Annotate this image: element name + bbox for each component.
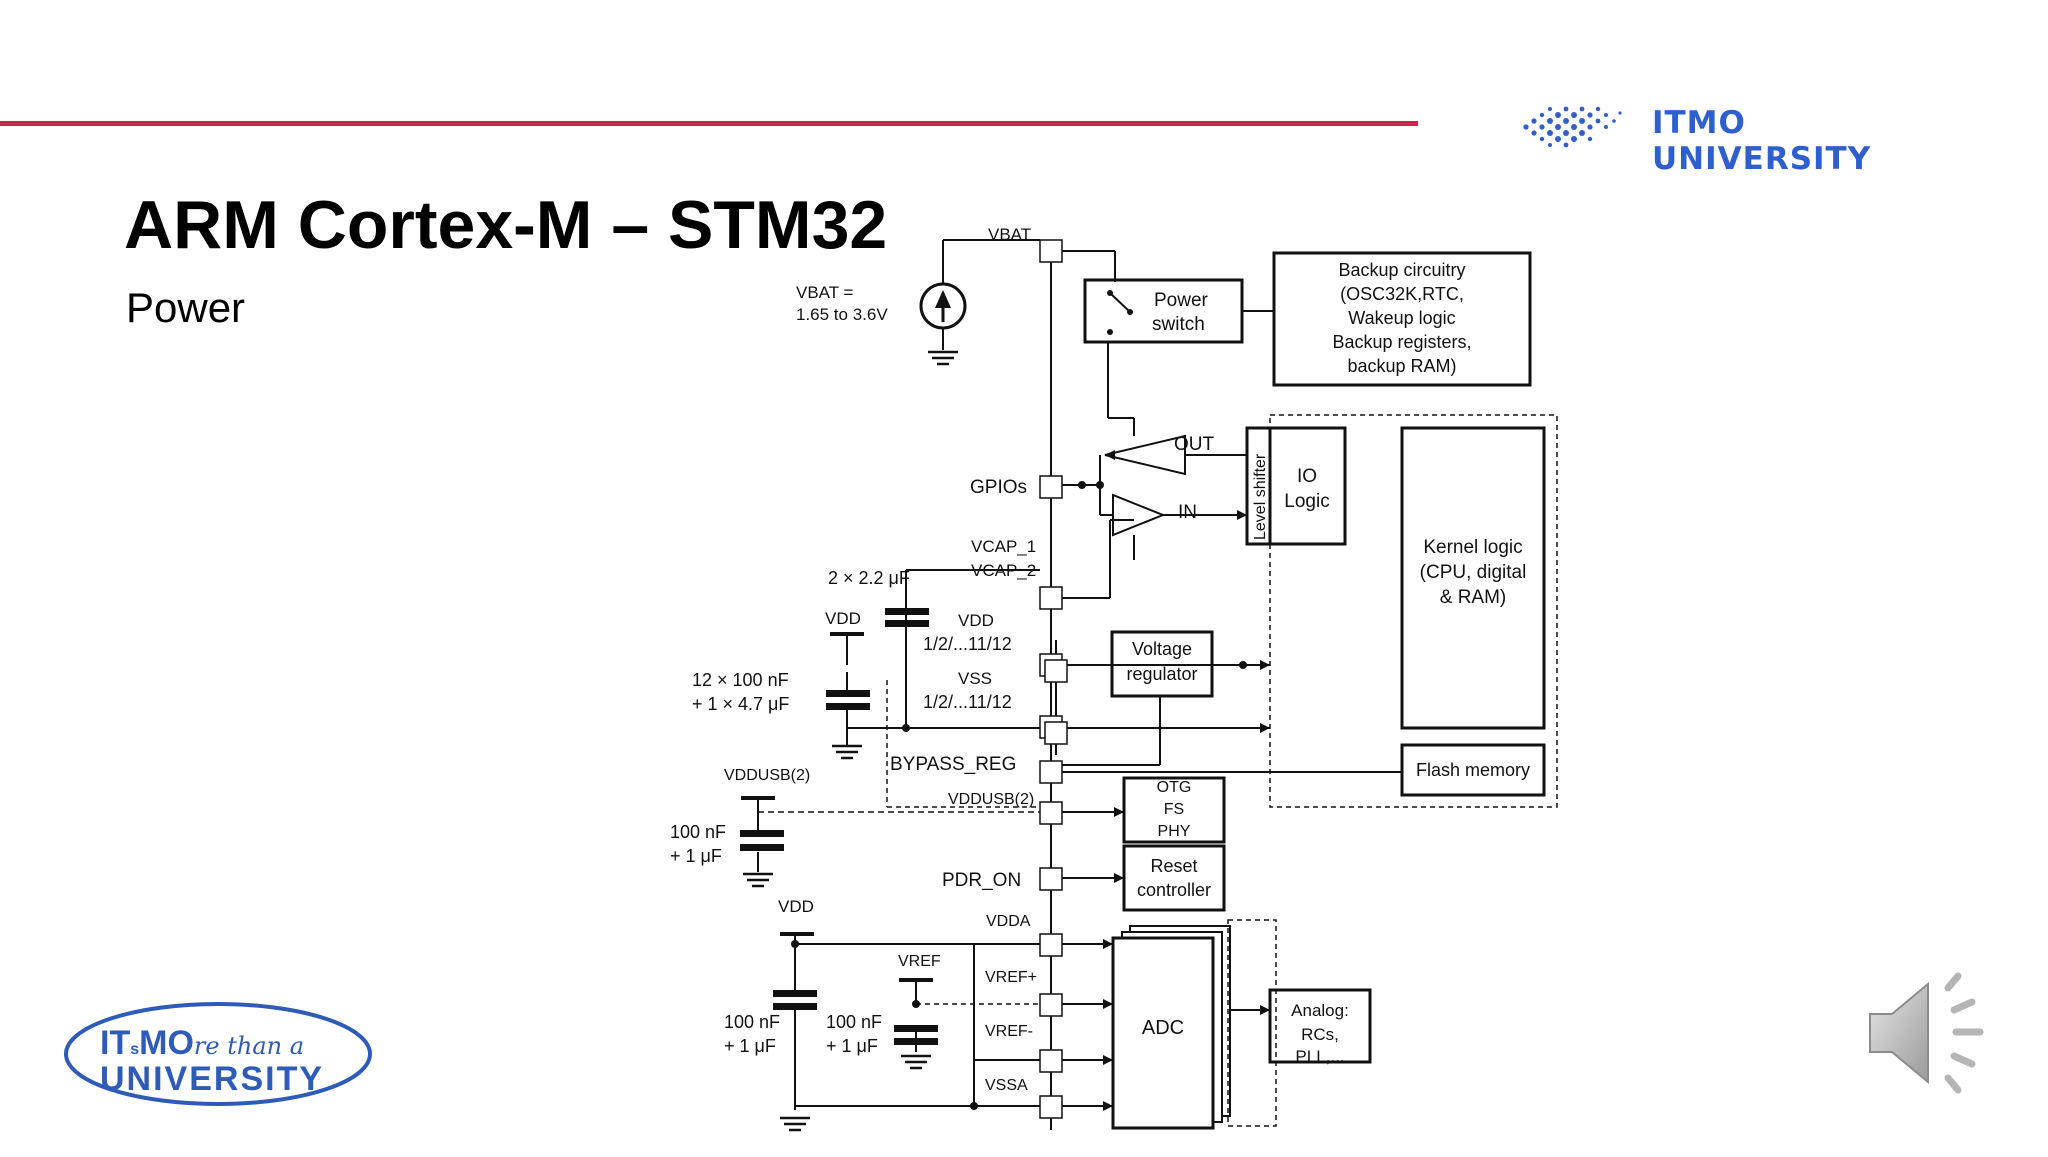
io-logic-line1: IO — [1297, 466, 1317, 487]
vbat-range-line2: 1.65 to 3.6V — [796, 305, 888, 324]
header-accent-line — [0, 121, 1418, 126]
usb-cap-line2: + 1 μF — [670, 846, 722, 866]
vdd-left-label: VDD — [825, 609, 861, 628]
io-logic-line2: Logic — [1284, 491, 1329, 512]
slide-subtitle: Power — [126, 284, 246, 331]
vdd-cap-line2: + 1 × 4.7 μF — [692, 694, 789, 714]
kernel-line2: (CPU, digital — [1420, 562, 1527, 583]
vdd-pin-label: VDD — [958, 611, 994, 630]
reset-line2: controller — [1137, 880, 1211, 900]
gpios-label: GPIOs — [970, 477, 1027, 498]
itmo-brand-text: ITMO UNIVERSITY — [1652, 105, 1872, 177]
power-supply-diagram: VBAT VBAT = 1.65 to 3.6V Power switch Ba… — [640, 210, 1570, 1152]
cap-b-line1: 100 nF — [826, 1012, 882, 1032]
backup-line1: Backup circuitry — [1338, 260, 1465, 280]
badge-mo: MO — [139, 1024, 194, 1062]
itmo-more-than-badge: ITsMOre than a UNIVERSITY — [62, 1000, 374, 1108]
itmo-dots-icon — [1523, 106, 1622, 148]
vdd-bottom-label: VDD — [778, 897, 814, 916]
vss-pin-label: VSS — [958, 669, 992, 688]
speaker-icon[interactable] — [1862, 970, 1996, 1096]
voltage-regulator-line1: Voltage — [1132, 639, 1192, 659]
adc-label: ADC — [1142, 1017, 1184, 1039]
otg-line1: OTG — [1157, 779, 1192, 796]
pdr-on-label: PDR_ON — [942, 870, 1021, 891]
badge-s: s — [130, 1041, 139, 1058]
vref-label: VREF — [898, 953, 941, 970]
vbat-range-line1: VBAT = — [796, 283, 854, 302]
backup-line4: Backup registers, — [1332, 332, 1471, 352]
badge-it: IT — [100, 1024, 130, 1062]
vddusb-pin-label: VDDUSB(2) — [948, 791, 1034, 808]
flash-memory-label: Flash memory — [1416, 760, 1530, 780]
vssa-pin-label: VSSA — [985, 1077, 1028, 1094]
vdd-cap-line1: 12 × 100 nF — [692, 670, 789, 690]
backup-line3: Wakeup logic — [1348, 308, 1455, 328]
cap-a-line1: 100 nF — [724, 1012, 780, 1032]
vcap2-label: VCAP_2 — [971, 561, 1036, 580]
kernel-line3: & RAM) — [1440, 587, 1507, 608]
level-shifter-label: Level shifter — [1252, 453, 1269, 540]
in-label: IN — [1178, 502, 1197, 523]
vdd-pins-range: 1/2/...11/12 — [923, 634, 1012, 654]
backup-line5: backup RAM) — [1347, 356, 1456, 376]
slide-title: ARM Cortex-M – STM32 — [124, 187, 888, 263]
backup-line2: (OSC32K,RTC, — [1340, 284, 1464, 304]
cap-a-line2: + 1 μF — [724, 1036, 776, 1056]
vref-minus-label: VREF- — [985, 1023, 1033, 1040]
battery-source-icon — [919, 282, 967, 330]
analog-line1: Analog: — [1291, 1001, 1349, 1020]
badge-university: UNIVERSITY — [100, 1060, 324, 1098]
vcap1-label: VCAP_1 — [971, 537, 1036, 556]
power-switch-line2: switch — [1152, 314, 1205, 335]
kernel-line1: Kernel logic — [1423, 537, 1522, 558]
otg-line2: FS — [1164, 801, 1184, 818]
vcap-cap-label: 2 × 2.2 μF — [828, 568, 910, 588]
cap-b-line2: + 1 μF — [826, 1036, 878, 1056]
vddusb-left-label: VDDUSB(2) — [724, 767, 810, 784]
vbat-pin-label: VBAT — [988, 225, 1031, 244]
power-switch-line1: Power — [1154, 290, 1209, 311]
badge-script: re than a — [194, 1032, 304, 1060]
otg-line3: PHY — [1158, 823, 1191, 840]
analog-line2: RCs, — [1301, 1025, 1339, 1044]
vss-pins-range: 1/2/...11/12 — [923, 692, 1012, 712]
svg-text:ITsMOre than a: ITsMOre than a — [100, 1024, 304, 1062]
itmo-logo: ITMO UNIVERSITY — [1520, 95, 1960, 177]
usb-cap-line1: 100 nF — [670, 822, 726, 842]
reset-line1: Reset — [1150, 856, 1197, 876]
analog-line3: PLL,... — [1295, 1047, 1344, 1066]
bypass-reg-label: BYPASS_REG — [890, 754, 1016, 775]
vdda-pin-label: VDDA — [986, 913, 1031, 930]
voltage-regulator-line2: regulator — [1126, 664, 1197, 684]
vref-plus-label: VREF+ — [985, 969, 1037, 986]
out-label: OUT — [1174, 434, 1215, 455]
